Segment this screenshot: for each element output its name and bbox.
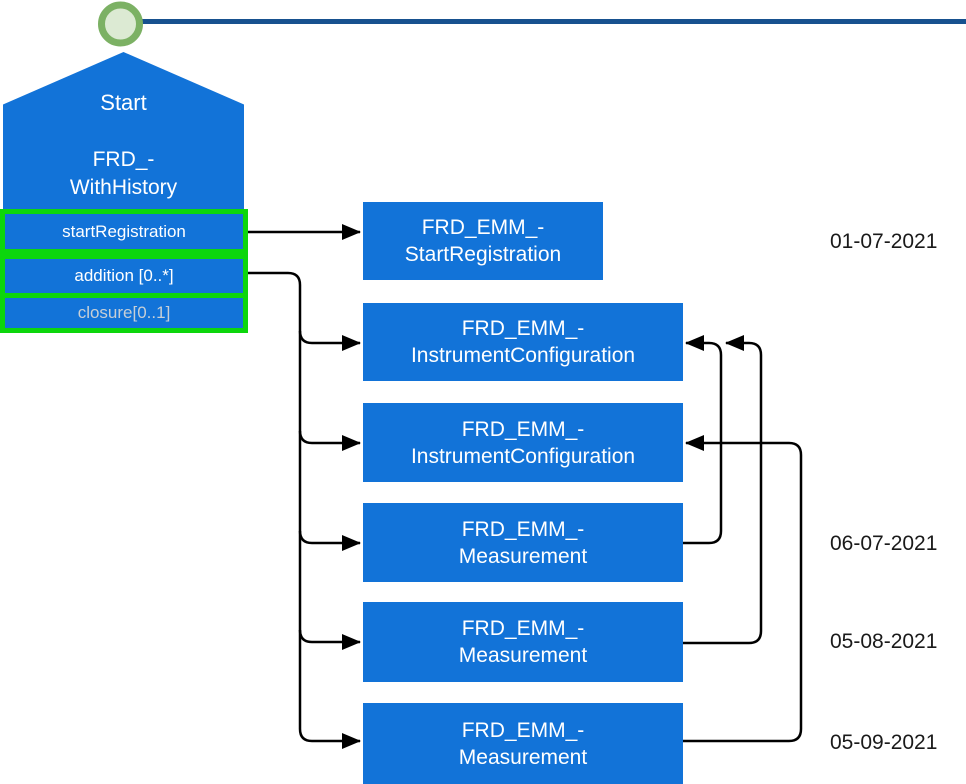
operation-addition: addition [0..*] xyxy=(0,254,248,298)
operation-label: startRegistration xyxy=(62,221,186,241)
arrow-addition-trunk xyxy=(248,271,361,749)
event-label-line1: FRD_EMM_- xyxy=(461,517,585,541)
event-label-line2: InstrumentConfiguration xyxy=(410,444,636,468)
operation-label: closure[0..1] xyxy=(77,303,171,322)
arrow-addition-branch-1 xyxy=(298,330,361,351)
event-label-line1: FRD_EMM_- xyxy=(421,216,545,239)
arrow-measurement3-to-config2 xyxy=(683,435,803,743)
event-label-line2: Measurement xyxy=(458,644,588,667)
date-label-startregistration: 01-07-2021 xyxy=(830,230,938,253)
event-instrumentconfiguration-1: FRD_EMM_- InstrumentConfiguration xyxy=(363,303,683,381)
arrow-addition-branch-3 xyxy=(298,530,361,551)
operation-label: addition [0..*] xyxy=(74,266,174,285)
event-label-line2: Measurement xyxy=(458,745,588,769)
event-label-line2: InstrumentConfiguration xyxy=(410,344,636,367)
operation-closure: closure[0..1] xyxy=(0,293,248,333)
arrow-measurement2-to-config1 xyxy=(683,335,763,645)
start-node-name-line2: WithHistory xyxy=(69,176,178,199)
timeline-start-circle-icon xyxy=(98,1,143,47)
date-label-measurement-2: 05-08-2021 xyxy=(830,630,938,653)
start-node-title: Start xyxy=(100,90,147,115)
event-label-line1: FRD_EMM_- xyxy=(461,417,585,441)
event-label-line2: Measurement xyxy=(458,544,588,568)
event-label-line1: FRD_EMM_- xyxy=(461,317,585,340)
event-label-line1: FRD_EMM_- xyxy=(461,617,585,640)
start-node-name-line1: FRD_- xyxy=(92,148,155,171)
event-measurement-1: FRD_EMM_- Measurement xyxy=(363,503,683,582)
arrow-addition-branch-2 xyxy=(298,430,361,451)
event-startregistration: FRD_EMM_- StartRegistration xyxy=(363,202,603,280)
event-measurement-3: FRD_EMM_- Measurement xyxy=(363,703,683,784)
date-label-measurement-3: 05-09-2021 xyxy=(830,731,938,754)
arrow-addition-branch-4 xyxy=(298,629,361,650)
event-instrumentconfiguration-2: FRD_EMM_- InstrumentConfiguration xyxy=(363,403,683,482)
start-node-name: FRD_- WithHistory xyxy=(3,146,244,202)
date-label-measurement-1: 06-07-2021 xyxy=(830,532,938,555)
event-label-line2: StartRegistration xyxy=(404,243,562,266)
event-label-line1: FRD_EMM_- xyxy=(461,718,585,742)
operation-startregistration: startRegistration xyxy=(0,209,248,254)
event-measurement-2: FRD_EMM_- Measurement xyxy=(363,602,683,682)
